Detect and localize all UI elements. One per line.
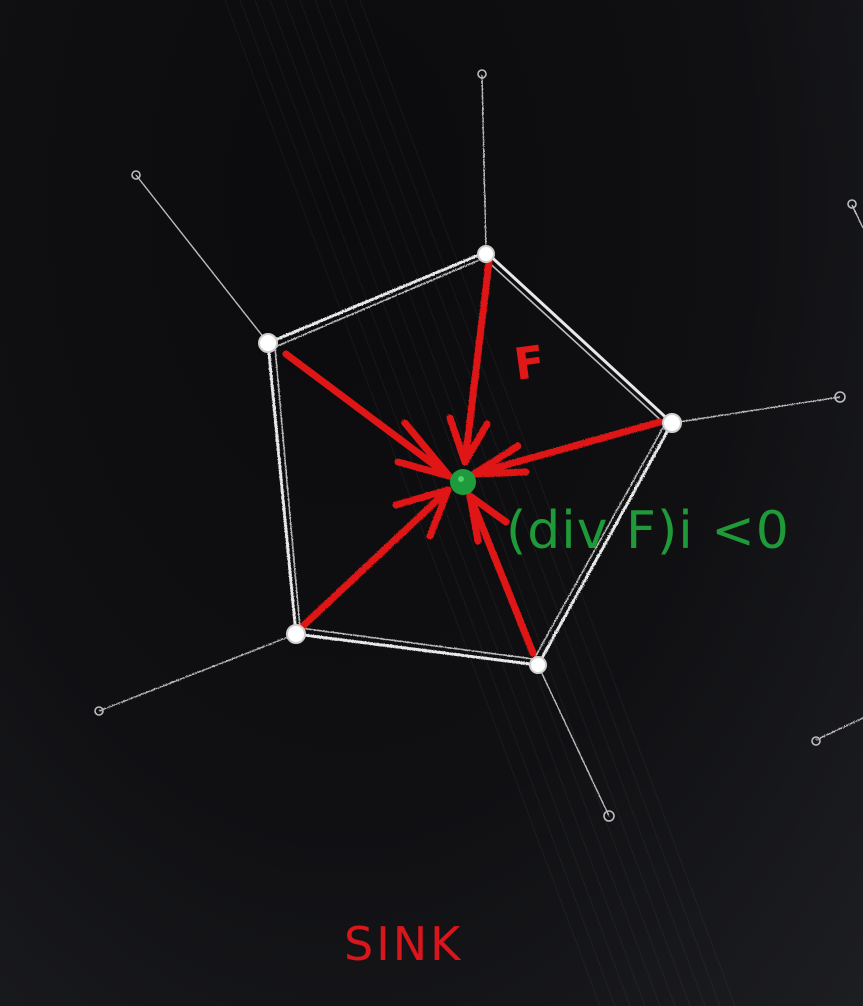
outer-vertex-lower-left — [94, 706, 104, 716]
vertex-right — [662, 413, 682, 433]
arrow-head-right — [470, 442, 530, 478]
spoke-bottom — [537, 664, 610, 817]
center-vertex — [450, 469, 476, 495]
vertex-lower-left — [286, 624, 306, 644]
arrow-head-bottom — [466, 492, 510, 545]
divergence-label: (div F)i <0 — [506, 501, 790, 561]
outer-spokes — [98, 74, 863, 817]
arrow-shaft-lower-left — [298, 486, 452, 631]
spoke-lower-left — [98, 633, 297, 712]
arrow-head-lower-left — [392, 486, 452, 540]
spoke-right — [671, 396, 841, 424]
spoke-far-right-upper — [851, 204, 863, 229]
spoke-far-right-lower — [815, 717, 863, 741]
center-vertex-highlight — [458, 476, 464, 482]
sink-caption: SINK — [344, 917, 463, 971]
arrow-shaft-bottom — [466, 492, 537, 657]
pentagon-edge-inner — [274, 257, 667, 660]
outer-vertex-top — [477, 69, 487, 79]
outer-vertex-right — [834, 391, 846, 403]
arrow-head-upper-left — [394, 419, 453, 480]
force-label: F — [511, 336, 548, 391]
cell-vertices — [258, 245, 682, 674]
spoke-top — [481, 74, 487, 253]
arrow-shaft-top — [461, 258, 493, 466]
outer-vertex-upper-left — [131, 170, 141, 180]
outer-vertex-far-right-lower — [811, 736, 821, 746]
arrow-shaft-right — [470, 418, 664, 478]
vertex-upper-left — [258, 333, 278, 353]
outer-vertices — [94, 69, 857, 822]
cell-boundary — [266, 250, 674, 667]
spoke-upper-left — [135, 174, 269, 344]
vertex-top — [477, 245, 495, 263]
pentagon-edge-outer — [266, 250, 674, 667]
outer-vertex-far-right-upper — [847, 199, 857, 209]
arrow-shaft-upper-left — [282, 350, 453, 480]
outer-vertex-bottom — [603, 810, 615, 822]
arrow-head-top — [446, 414, 491, 466]
vertex-bottom — [529, 656, 547, 674]
force-arrows — [282, 258, 664, 657]
